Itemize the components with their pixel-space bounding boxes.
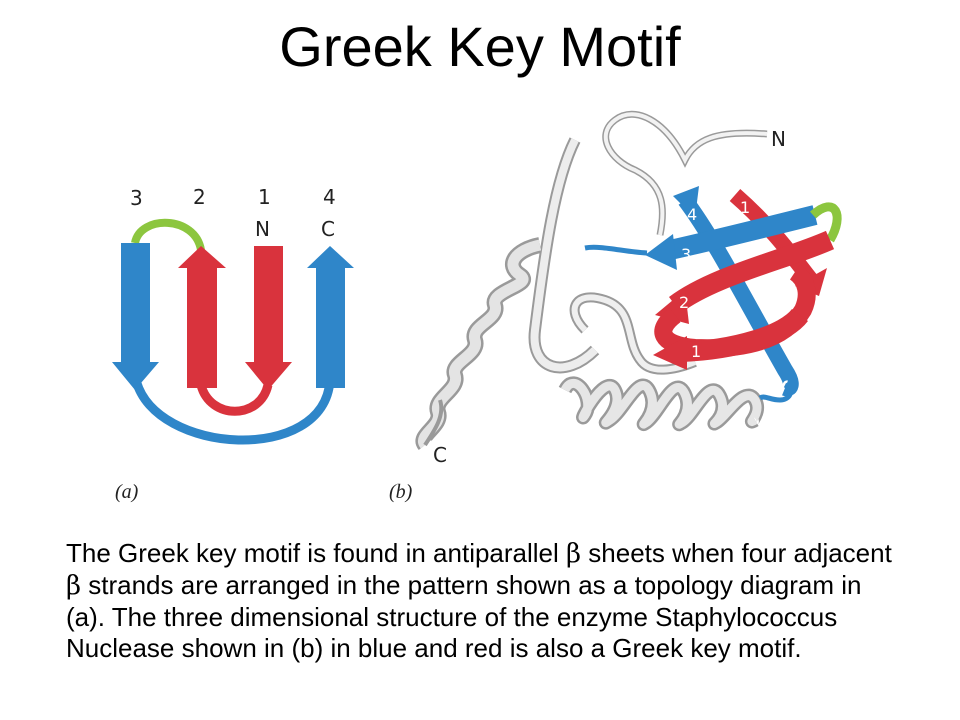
strand-4-arrow bbox=[307, 246, 354, 388]
red-strand-1-head bbox=[653, 336, 687, 370]
blue-strand-3-head bbox=[645, 234, 677, 270]
strand-1-arrow bbox=[245, 246, 292, 390]
figure-svg: 3 2 1 4 N C (a) bbox=[112, 110, 842, 503]
green-loop bbox=[131, 218, 205, 252]
panel-b-label: (b) bbox=[389, 481, 413, 503]
beta-symbol: β bbox=[66, 571, 82, 601]
ribbon-number-4: 4 bbox=[687, 205, 697, 224]
strand-3-arrow bbox=[112, 243, 159, 390]
blue-tail-b bbox=[758, 382, 793, 403]
ribbon-n-terminus-label: N bbox=[771, 127, 786, 151]
greek-key-figure: 3 2 1 4 N C (a) bbox=[95, 100, 895, 520]
figure-caption: The Greek key motif is found in antipara… bbox=[66, 538, 896, 664]
strand-number-1: 1 bbox=[258, 185, 271, 209]
middle-gray-loop-fill bbox=[571, 294, 697, 373]
bottom-helix bbox=[558, 376, 764, 432]
green-loop-b bbox=[809, 202, 842, 243]
caption-part-2: sheets when four adjacent bbox=[581, 538, 892, 568]
ribbon-number-3: 3 bbox=[681, 245, 691, 264]
ribbon-number-1-top: 1 bbox=[740, 198, 750, 217]
caption-part-1: The Greek key motif is found in antipara… bbox=[66, 538, 567, 568]
ribbon-number-2: 2 bbox=[679, 293, 689, 312]
ribbon-structure: 4 1 3 2 1 N C (b) bbox=[389, 110, 842, 503]
n-terminal-coil-fill bbox=[603, 112, 768, 236]
gray-long-loop-fill bbox=[530, 138, 598, 372]
beta-symbol: β bbox=[566, 539, 582, 569]
caption-part-3: strands are arranged in the pattern show… bbox=[66, 570, 862, 663]
blue-strand-4-head bbox=[673, 186, 699, 218]
n-terminus-label: N bbox=[255, 217, 270, 241]
strand-number-4: 4 bbox=[323, 185, 336, 209]
blue-connector-loop bbox=[131, 378, 335, 445]
left-helix bbox=[415, 237, 542, 450]
red-hairpin-loop bbox=[196, 383, 273, 416]
strand-number-2: 2 bbox=[193, 185, 206, 209]
page-title: Greek Key Motif bbox=[279, 15, 681, 78]
red-strand-1-lower bbox=[679, 308, 808, 362]
red-strand-2 bbox=[669, 230, 835, 314]
strand-number-3: 3 bbox=[130, 186, 143, 210]
topology-diagram: 3 2 1 4 N C (a) bbox=[112, 185, 354, 503]
c-terminus-label: C bbox=[321, 217, 335, 241]
strand-2-arrow bbox=[178, 246, 226, 388]
blue-strand-3 bbox=[667, 205, 818, 260]
blue-connector-b bbox=[584, 244, 648, 256]
ribbon-number-1: 1 bbox=[691, 342, 701, 361]
panel-a-label: (a) bbox=[115, 481, 139, 503]
c-terminal-tail bbox=[423, 399, 444, 447]
ribbon-c-terminus-label: C bbox=[433, 443, 447, 467]
